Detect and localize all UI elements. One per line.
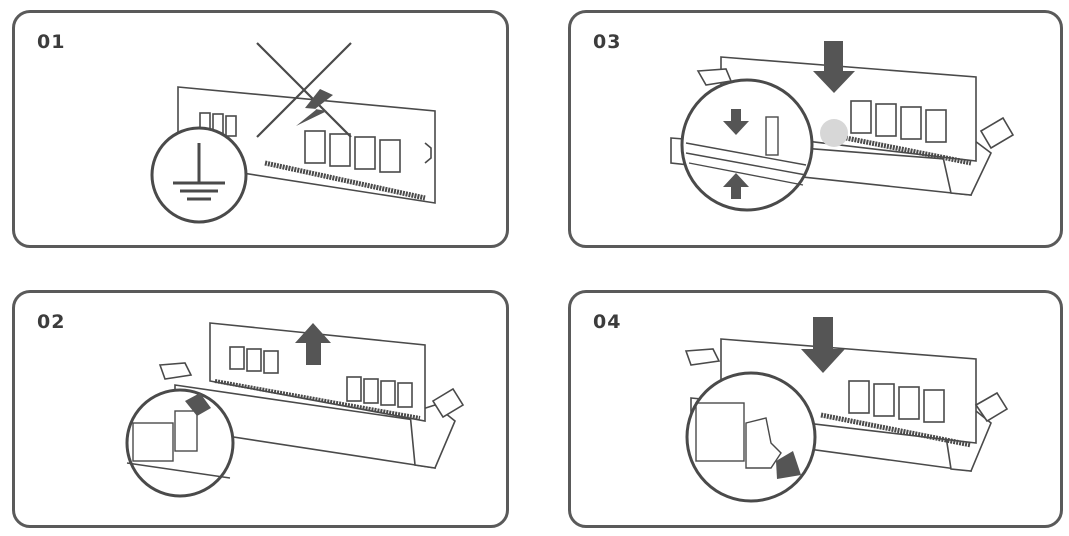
arrow-right-icon [185,393,211,416]
static-lightning-icon [296,89,333,126]
arrow-down-icon [723,109,749,135]
step-number: 02 [37,311,66,333]
gold-contacts [264,160,426,201]
step-number: 03 [593,31,622,53]
arrow-down-icon [813,41,855,93]
arrow-up-icon [723,173,749,199]
insert-module-illustration [670,41,1015,212]
right-latch [979,116,1015,150]
lock-module-illustration [684,317,1009,503]
step-number: 04 [593,311,622,333]
gold-contacts [830,132,972,166]
notch-highlight [820,119,848,147]
notch-zoom-icon [680,78,814,212]
left-latch [158,362,193,380]
arrow-down-icon [801,317,845,373]
step-panel-03: 03 [568,10,1063,248]
memory-chip [329,133,351,167]
right-latch [431,387,465,419]
ground-discharge-illustration [150,42,436,224]
memory-chip [379,139,401,173]
arrow-up-icon [295,323,331,365]
memory-chip [304,130,326,164]
gold-contacts [214,379,421,420]
step-panel-01: 01 [12,10,509,248]
prohibited-cross-icon [256,42,352,138]
arrow-up-left-icon [776,451,801,479]
latch-zoom-icon [125,388,235,498]
right-latch [974,391,1009,423]
step-number: 01 [37,31,66,53]
remove-module-illustration [125,322,465,498]
ground-symbol-icon [150,126,248,224]
gold-contacts [820,412,972,448]
memory-chip [354,136,376,170]
clip-zoom-icon [685,371,817,503]
step-panel-04: 04 [568,290,1063,528]
left-latch [684,348,721,366]
step-panel-02: 02 [12,290,509,528]
